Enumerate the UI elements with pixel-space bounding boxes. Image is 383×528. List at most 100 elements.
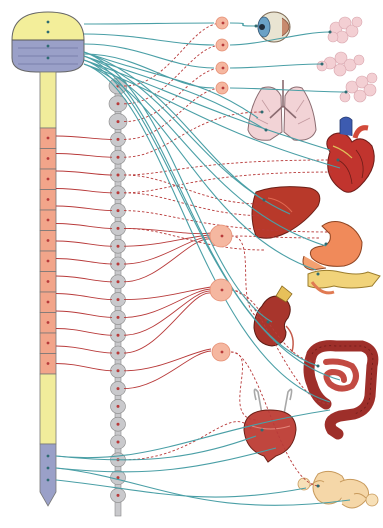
preganglionic-sympathetic-fiber <box>56 311 112 317</box>
preganglionic-sympathetic-fiber <box>56 136 112 139</box>
ganglion-neuron-dot <box>222 44 225 47</box>
preganglionic-neuron-dot <box>47 198 50 201</box>
sacral-neuron-dot <box>47 479 50 482</box>
target-neuron-dot <box>261 111 264 114</box>
target-neuron-dot <box>317 365 320 368</box>
postganglionic-sympathetic-fiber <box>231 352 258 420</box>
chain-neuron-dot <box>117 280 120 283</box>
postganglionic-parasympathetic-fiber <box>230 23 256 26</box>
target-neuron-dot <box>261 429 264 432</box>
target-neuron-dot <box>265 129 268 132</box>
target-neuron-dot <box>321 63 324 66</box>
splanchnic-fiber <box>124 289 211 317</box>
target-neuron-dot <box>329 31 332 34</box>
ganglion-neuron-dot <box>222 67 225 70</box>
preganglionic-sympathetic-fiber <box>56 364 112 371</box>
ganglion-neuron-dot <box>222 87 225 90</box>
postganglionic-sympathetic-fiber <box>124 228 264 250</box>
splanchnic-fiber <box>124 349 211 371</box>
preganglionic-sympathetic-fiber <box>56 346 112 353</box>
preganglionic-sympathetic-fiber <box>56 206 112 211</box>
chain-neuron-dot <box>117 494 120 497</box>
preganglionic-neuron-dot <box>47 280 50 283</box>
ganglion-neuron-dot <box>221 235 224 238</box>
brainstem-neuron-dot <box>47 31 50 34</box>
preganglionic-neuron-dot <box>47 219 50 222</box>
chain-neuron-dot <box>117 120 120 123</box>
splanchnic-fiber <box>124 237 211 264</box>
spinal-cord <box>40 72 56 506</box>
brainstem-neuron-dot <box>47 57 50 60</box>
preganglionic-neuron-dot <box>47 157 50 160</box>
lacrimal-gland-illustration <box>340 73 377 102</box>
postganglionic-parasympathetic-fiber <box>230 64 322 68</box>
chain-neuron-dot <box>117 263 120 266</box>
preganglionic-sympathetic-fiber <box>56 329 112 336</box>
preganglionic-neuron-dot <box>47 301 50 304</box>
chain-neuron-dot <box>117 423 120 426</box>
preganglionic-sympathetic-fiber <box>56 154 112 158</box>
cervical-segment <box>40 72 56 128</box>
chain-neuron-dot <box>117 209 120 212</box>
ganglion-neuron-dot <box>222 22 225 25</box>
target-neuron-dot <box>325 243 328 246</box>
parotid-gland-illustration <box>317 52 364 76</box>
chain-neuron-dot <box>117 316 120 319</box>
sacral-neuron-dot <box>47 455 50 458</box>
chain-neuron-dot <box>117 352 120 355</box>
chain-neuron-dot <box>117 441 120 444</box>
chain-neuron-dot <box>117 387 120 390</box>
lumbar-segment <box>40 374 56 444</box>
chain-neuron-dot <box>117 369 120 372</box>
brainstem-neuron-dot <box>47 45 50 48</box>
preganglionic-sympathetic-fiber <box>56 294 112 300</box>
postganglionic-sympathetic-fiber <box>124 23 222 86</box>
preganglionic-sympathetic-fiber <box>56 241 112 246</box>
target-neuron-dot <box>317 273 320 276</box>
preganglionic-neuron-dot <box>47 239 50 242</box>
cranial-parasympathetic-fiber <box>84 34 214 45</box>
chain-neuron-dot <box>117 102 120 105</box>
chain-neuron-dot <box>117 227 120 230</box>
chain-neuron-dot <box>117 334 120 337</box>
preganglionic-sympathetic-fiber <box>56 189 112 193</box>
sympathetic-ganglion-chain <box>109 78 127 516</box>
target-neuron-dot <box>263 199 266 202</box>
intestines-illustration <box>309 346 373 434</box>
target-neuron-dot <box>255 25 258 28</box>
stomach-illustration <box>303 222 362 271</box>
sacral-neuron-dot <box>47 467 50 470</box>
chain-neuron-dot <box>117 245 120 248</box>
preganglionic-sympathetic-fiber <box>56 259 112 265</box>
chain-neuron-dot <box>117 156 120 159</box>
chain-neuron-dot <box>117 405 120 408</box>
preganglionic-sympathetic-fiber <box>56 171 112 175</box>
ganglion-neuron-dot <box>221 351 224 354</box>
chain-neuron-dot <box>117 138 120 141</box>
preganglionic-sympathetic-fiber <box>56 224 112 229</box>
target-neuron-dot <box>267 321 270 324</box>
target-neuron-dot <box>317 485 320 488</box>
reproductive-organs-illustration <box>298 471 378 508</box>
sacral-parasympathetic-fiber <box>56 448 276 472</box>
heart-illustration <box>327 117 374 192</box>
preganglionic-neuron-dot <box>47 137 50 140</box>
preganglionic-neuron-dot <box>47 178 50 181</box>
cranial-parasympathetic-fiber <box>84 23 214 24</box>
preganglionic-neuron-dot <box>47 342 50 345</box>
preganglionic-sympathetic-fiber <box>56 276 112 282</box>
brainstem-neuron-dot <box>47 21 50 24</box>
sacral-segment <box>40 444 56 506</box>
salivary-gland-illustration <box>328 17 362 43</box>
chain-neuron-dot <box>117 298 120 301</box>
splanchnic-fiber <box>124 293 211 353</box>
chain-neuron-dot <box>117 191 120 194</box>
ganglion-neuron-dot <box>221 289 224 292</box>
target-neuron-dot <box>337 159 340 162</box>
preganglionic-neuron-dot <box>47 321 50 324</box>
preganglionic-neuron-dot <box>47 260 50 263</box>
chain-neuron-dot <box>117 174 120 177</box>
target-neuron-dot <box>345 91 348 94</box>
